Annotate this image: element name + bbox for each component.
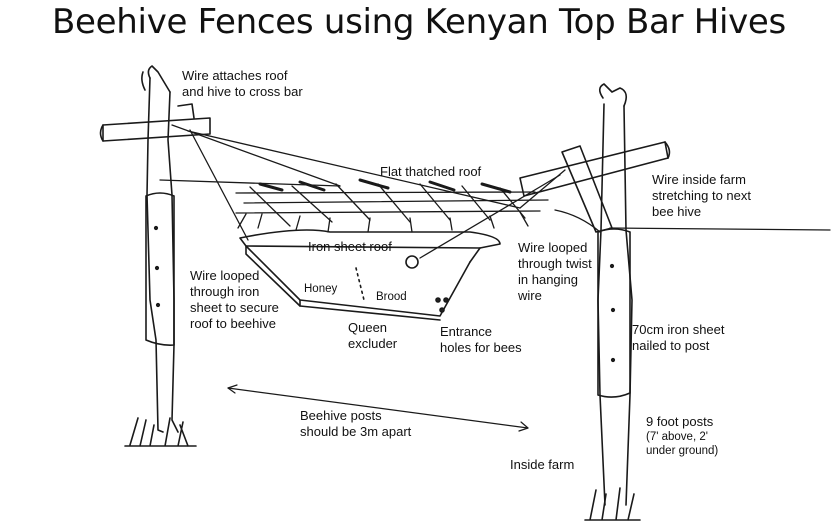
label-iron-sheet-roof-line1: Iron sheet roof [308,239,392,255]
label-wire-looped-iron-line1: Wire looped [190,268,279,284]
label-iron-sheet-post-line1: 70cm iron sheet [632,322,725,338]
label-wire-looped-twist: Wire looped through twist in hanging wir… [518,240,592,304]
label-honey-line1: Honey [304,282,337,296]
label-wire-inside-farm-line2: stretching to next [652,188,751,204]
label-wire-looped-twist-line2: through twist [518,256,592,272]
label-wire-attaches: Wire attaches roof and hive to cross bar [182,68,303,100]
label-post-depth-line1: (7' above, 2' [646,430,718,444]
label-queen-excluder: Queen excluder [348,320,397,352]
label-wire-inside-farm: Wire inside farm stretching to next bee … [652,172,751,220]
label-iron-sheet-roof: Iron sheet roof [308,239,392,255]
label-posts-apart-line1: Beehive posts [300,408,411,424]
right-post [585,84,640,520]
label-wire-looped-twist-line1: Wire looped [518,240,592,256]
label-brood: Brood [376,290,407,304]
label-wire-looped-iron-line3: sheet to secure [190,300,279,316]
label-posts-apart-line2: should be 3m apart [300,424,411,440]
label-wire-looped-twist-line4: wire [518,288,592,304]
label-honey: Honey [304,282,337,296]
label-wire-attaches-line1: Wire attaches roof [182,68,303,84]
label-wire-looped-iron-line2: through iron [190,284,279,300]
label-wire-looped-iron: Wire looped through iron sheet to secure… [190,268,279,332]
label-post-depth: (7' above, 2' under ground) [646,430,718,458]
label-iron-sheet-post-line2: nailed to post [632,338,725,354]
label-queen-excluder-line2: excluder [348,336,397,352]
label-nine-foot-line1: 9 foot posts [646,414,713,430]
label-wire-inside-farm-line3: bee hive [652,204,751,220]
label-post-depth-line2: under ground) [646,444,718,458]
label-queen-excluder-line1: Queen [348,320,397,336]
label-nine-foot: 9 foot posts [646,414,713,430]
label-entrance-holes-line2: holes for bees [440,340,522,356]
thatched-roof [236,180,548,232]
right-cross-bar [520,142,669,232]
label-entrance-holes: Entrance holes for bees [440,324,522,356]
label-wire-looped-twist-line3: in hanging [518,272,592,288]
label-wire-attaches-line2: and hive to cross bar [182,84,303,100]
label-flat-roof: Flat thatched roof [380,164,481,180]
label-iron-sheet-post: 70cm iron sheet nailed to post [632,322,725,354]
label-wire-looped-iron-line4: roof to beehive [190,316,279,332]
label-inside-farm-line1: Inside farm [510,457,574,473]
label-inside-farm: Inside farm [510,457,574,473]
label-posts-apart: Beehive posts should be 3m apart [300,408,411,440]
label-wire-inside-farm-line1: Wire inside farm [652,172,751,188]
label-brood-line1: Brood [376,290,407,304]
label-flat-roof-line1: Flat thatched roof [380,164,481,180]
label-entrance-holes-line1: Entrance [440,324,522,340]
